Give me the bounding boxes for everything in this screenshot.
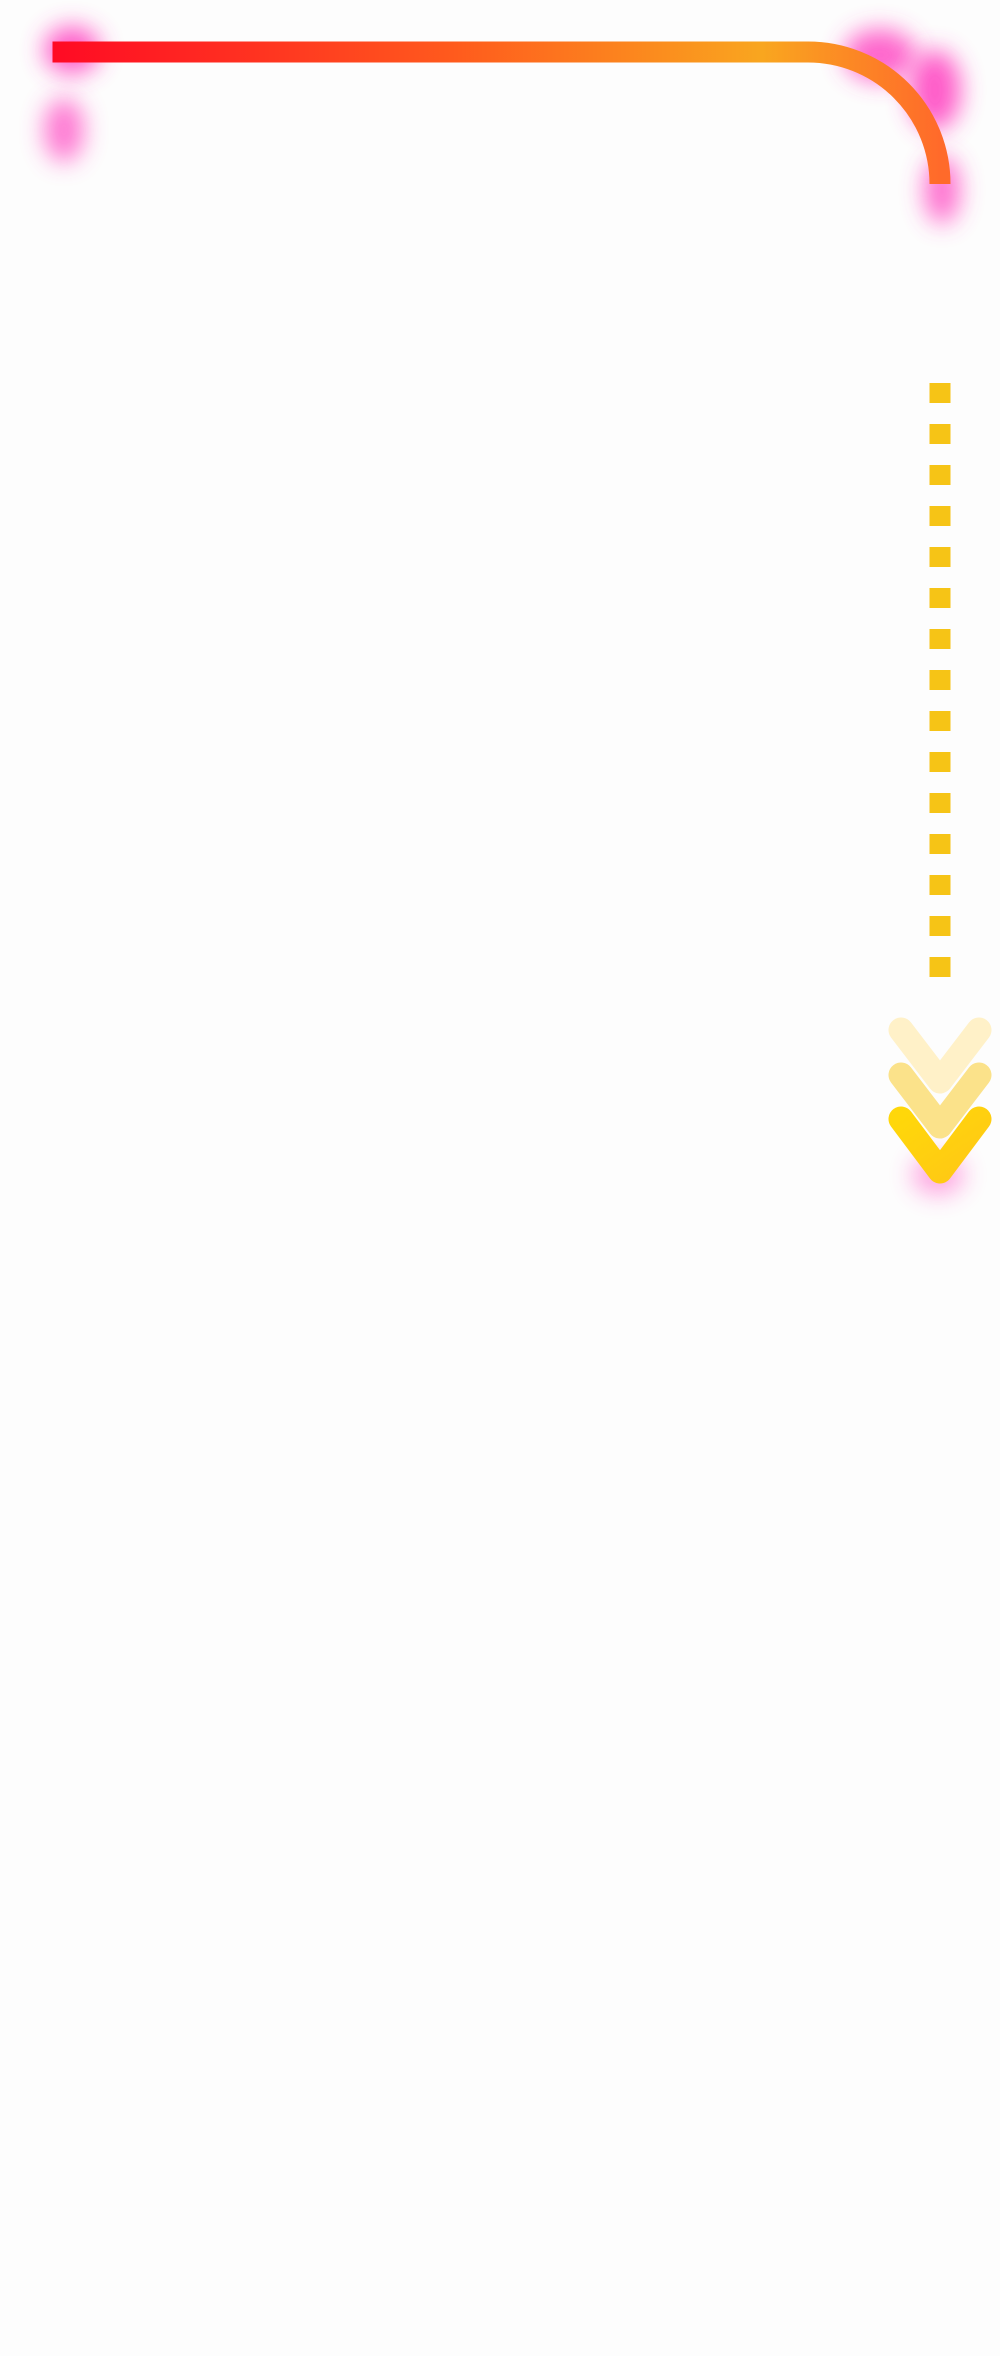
- top-horizontal-segment: [52, 41, 951, 185]
- glow-effects: [44, 26, 964, 1195]
- chevron-down-icon-3: [888, 1106, 992, 1184]
- connector-path: [52, 41, 951, 1183]
- chevron-down-icon-2: [888, 1062, 992, 1139]
- arrow-head-group: [888, 1017, 992, 1184]
- chevron-down-icon-1: [888, 1017, 992, 1094]
